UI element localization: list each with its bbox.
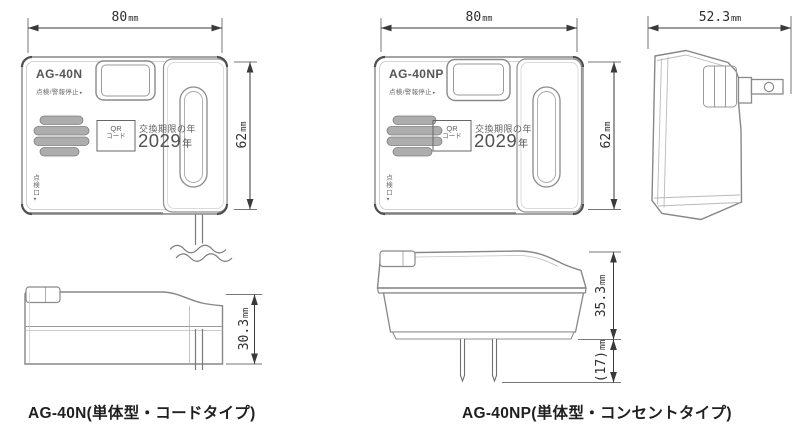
model-label-ag40np: AG-40NP — [389, 67, 444, 81]
dimension-width-ag40np — [380, 18, 578, 52]
qr-code-label-ag40np: QR コード — [442, 124, 462, 141]
plug-prong — [737, 76, 784, 104]
front-view-ag40np — [373, 18, 621, 216]
bottom-view-ag40n — [24, 286, 262, 370]
expiry-title-ag40n: 交換期限の年 — [139, 124, 197, 134]
corner-accents — [373, 55, 585, 216]
dimension-height-ag40np — [588, 61, 621, 210]
dim-label-prong-length-ag40np: (17)mm — [594, 339, 609, 383]
base-section — [382, 292, 585, 333]
stop-button-label-ag40np: 点検/警報停止▸ — [389, 89, 436, 96]
dimension-depth-ag40np — [647, 16, 792, 94]
side-view-ag40np — [647, 16, 792, 221]
caption-ag40n: AG-40N(単体型・コードタイプ) — [28, 405, 256, 422]
base-skirt — [391, 331, 575, 340]
dimension-thickness-ag40n — [226, 294, 262, 365]
mount-tab — [25, 286, 61, 304]
stop-button-label-ag40n: 点検/警報停止▸ — [36, 89, 83, 96]
speaker-grille — [33, 115, 90, 157]
model-label-ag40n: AG-40N — [36, 67, 83, 81]
test-button — [446, 58, 511, 102]
mount-tab — [379, 250, 416, 268]
power-cord — [169, 214, 233, 262]
qr-code-box — [432, 120, 472, 152]
port-marker-icon: ▼ — [385, 196, 391, 203]
inspection-port-label-ag40np: 点検口▼ — [384, 174, 392, 203]
speaker-grille — [386, 115, 443, 157]
qr-code-box — [96, 120, 136, 152]
device-body-outline — [651, 49, 743, 221]
inspection-port-label-ag40n: 点検口▼ — [31, 174, 39, 203]
side-slot — [532, 86, 561, 188]
stop-marker-icon: ▸ — [79, 90, 83, 96]
plug-prongs — [459, 339, 498, 383]
dimension-body-height-ag40np — [502, 251, 621, 383]
dimension-height-ag40n — [234, 61, 257, 210]
dimension-width-ag40n — [27, 18, 223, 53]
stop-marker-icon: ▸ — [432, 90, 436, 96]
plug-housing — [703, 65, 737, 108]
corner-accents — [20, 55, 229, 216]
bottom-view-ag40np — [376, 250, 621, 383]
power-cord — [189, 305, 204, 370]
side-slot — [179, 86, 208, 188]
prong-hole — [763, 81, 775, 93]
caption-ag40np: AG-40NP(単体型・コンセントタイプ) — [462, 405, 732, 422]
port-marker-icon: ▼ — [32, 196, 38, 203]
expiry-title-ag40np: 交換期限の年 — [475, 124, 533, 134]
test-button — [95, 60, 156, 101]
front-view-ag40n — [20, 18, 257, 262]
qr-code-label-ag40n: QR コード — [106, 124, 126, 141]
